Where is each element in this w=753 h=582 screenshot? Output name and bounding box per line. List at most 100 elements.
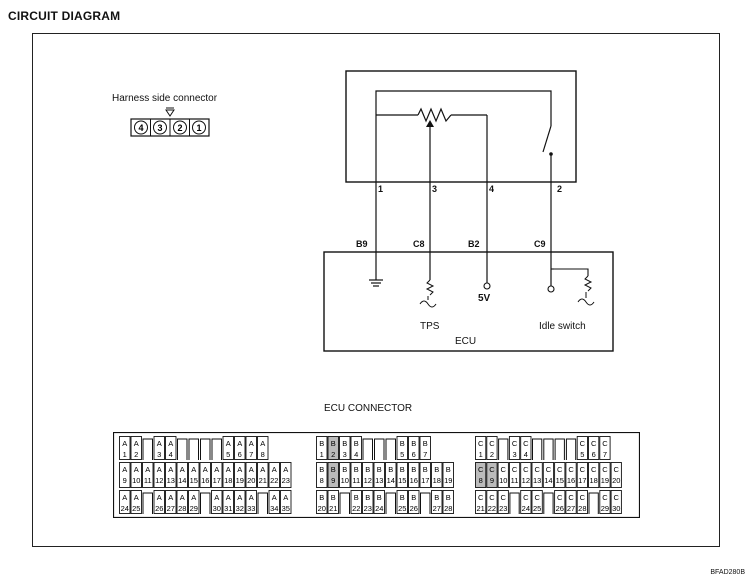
ecu-pin-B-14: B14 [385, 462, 397, 488]
svg-text:16: 16 [410, 476, 418, 485]
svg-text:A: A [180, 493, 185, 502]
ecu-pin-A-blank [188, 438, 199, 460]
svg-text:C: C [489, 465, 495, 474]
svg-text:30: 30 [213, 504, 221, 513]
svg-text:C: C [523, 465, 529, 474]
svg-text:B: B [400, 493, 405, 502]
svg-text:A: A [168, 439, 173, 448]
ecu-pin-B-19: B19 [442, 462, 454, 488]
svg-text:A: A [237, 439, 242, 448]
harness-pin-1: 1 [196, 123, 201, 133]
svg-text:B: B [342, 439, 347, 448]
ecu-pin-B-11: B11 [350, 462, 362, 488]
svg-text:23: 23 [499, 504, 507, 513]
ecu-pin-B-13: B13 [373, 462, 385, 488]
ecu-pin-C-24: C24 [520, 490, 532, 514]
diagram-frame [32, 33, 720, 547]
ecu-pin-C-8: C8 [475, 462, 487, 488]
ecu-pin-A-14: A14 [176, 462, 188, 488]
ecu-pin-C-18: C 18 [588, 462, 600, 488]
svg-text:12: 12 [155, 476, 163, 485]
svg-text:6: 6 [238, 450, 242, 459]
svg-text:2: 2 [134, 450, 138, 459]
ecu-pin-A-2: A2 [130, 436, 142, 460]
ecu-pin-B-10: B10 [339, 462, 351, 488]
ecu-pin-b2: B2 [468, 239, 480, 249]
svg-text:5: 5 [400, 450, 404, 459]
svg-text:C: C [501, 465, 507, 474]
svg-text:A: A [214, 465, 219, 474]
ecu-pin-B-15: B15 [396, 462, 408, 488]
svg-text:B: B [423, 439, 428, 448]
harness-connector [130, 107, 210, 137]
ecu-connector-label: ECU CONNECTOR [324, 403, 413, 414]
svg-text:23: 23 [364, 504, 372, 513]
document-code: BFAD280B [710, 569, 745, 576]
svg-text:A: A [134, 465, 139, 474]
ecu-pin-C-blank [543, 492, 554, 514]
ecu-pin-C-30: C30 [610, 490, 622, 514]
svg-text:C: C [489, 439, 495, 448]
svg-text:C: C [591, 439, 597, 448]
ecu-pin-A-20: A20 [245, 462, 257, 488]
svg-text:21: 21 [259, 476, 267, 485]
svg-text:A: A [157, 465, 162, 474]
svg-text:C: C [478, 439, 484, 448]
sensor-terminal-1: 1 [378, 184, 384, 194]
ecu-pin-B-20: B20 [316, 490, 328, 514]
ecu-pin-c9: C9 [534, 239, 546, 249]
svg-text:B: B [388, 465, 393, 474]
svg-text:3: 3 [343, 450, 347, 459]
svg-text:14: 14 [178, 476, 186, 485]
ecu-pin-C-17: C17 [576, 462, 588, 488]
svg-text:B: B [434, 465, 439, 474]
svg-text:C: C [568, 493, 574, 502]
svg-text:18: 18 [589, 476, 597, 485]
svg-text:A: A [203, 465, 208, 474]
svg-text:26: 26 [155, 504, 163, 513]
svg-text:B: B [319, 465, 324, 474]
ecu-pin-A-blank [257, 492, 268, 514]
ecu-pin-C-25: C 25 [531, 490, 543, 514]
svg-text:A: A [157, 439, 162, 448]
ecu-pin-A-blank [200, 492, 211, 514]
svg-text:13: 13 [375, 476, 383, 485]
svg-text:13: 13 [533, 476, 541, 485]
ecu-pin-C-5: C5 [576, 436, 588, 460]
ecu-pin-B-blank [385, 492, 396, 514]
svg-text:C: C [557, 465, 563, 474]
svg-text:24: 24 [522, 504, 530, 513]
svg-text:28: 28 [178, 504, 186, 513]
svg-text:3: 3 [157, 450, 161, 459]
svg-text:B: B [354, 493, 359, 502]
svg-text:8: 8 [479, 476, 483, 485]
svg-text:B: B [365, 493, 370, 502]
svg-text:A: A [260, 465, 265, 474]
svg-text:21: 21 [476, 504, 484, 513]
ecu-pin-A-24: A24 [119, 490, 131, 514]
svg-text:4: 4 [354, 450, 358, 459]
svg-text:A: A [226, 439, 231, 448]
ecu-pin-C-27: C27 [565, 490, 577, 514]
ecu-pin-A-26: A26 [153, 490, 165, 514]
svg-text:C: C [534, 465, 540, 474]
svg-text:25: 25 [533, 504, 541, 513]
svg-text:7: 7 [249, 450, 253, 459]
ecu-pin-C-2: C2 [486, 436, 498, 460]
ecu-pin-C-15: C15 [554, 462, 566, 488]
ecu-pin-A-31: A31 [222, 490, 234, 514]
svg-text:C: C [591, 465, 597, 474]
svg-text:C: C [534, 493, 540, 502]
svg-text:22: 22 [352, 504, 360, 513]
svg-text:C: C [512, 439, 518, 448]
ecu-pin-A-6: A6 [234, 436, 246, 460]
ecu-pin-A-34: A34 [268, 490, 280, 514]
svg-text:24: 24 [375, 504, 383, 513]
svg-text:11: 11 [144, 476, 152, 485]
idle-switch-label: Idle switch [539, 321, 586, 332]
ecu-pin-A-22: A22 [268, 462, 280, 488]
ecu-pin-C-blank [554, 438, 565, 460]
svg-text:A: A [237, 493, 242, 502]
svg-text:B: B [331, 493, 336, 502]
